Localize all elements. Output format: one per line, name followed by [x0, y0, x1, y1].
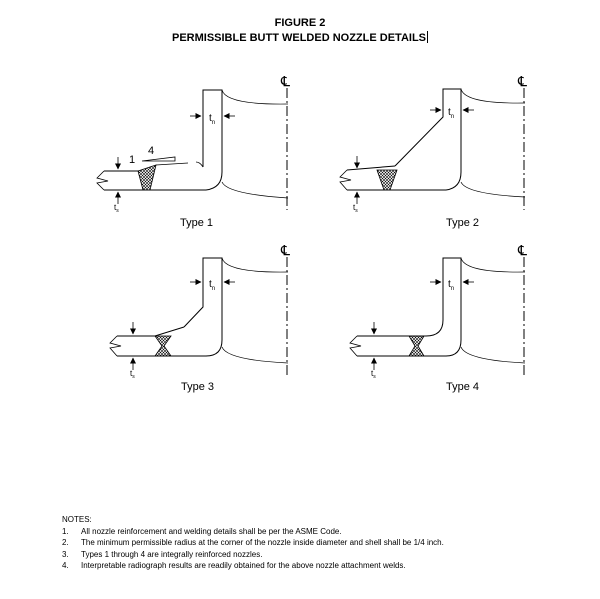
note-item: 1. All nozzle reinforcement and welding …	[62, 526, 444, 538]
svg-text:ts: ts	[353, 203, 358, 214]
taper-run-label: 4	[148, 145, 154, 157]
svg-text:tn: tn	[209, 279, 215, 292]
type-1-detail: 1 4 ℄ tn ts Type 1	[96, 73, 290, 229]
note-number: 3.	[62, 549, 69, 559]
taper-symbol	[141, 156, 176, 162]
centerline-symbol: ℄	[517, 73, 527, 89]
note-text: Types 1 through 4 are integrally reinfor…	[81, 549, 263, 559]
shell-plate	[349, 335, 526, 364]
nozzle-thickness-dim: tn	[190, 113, 235, 126]
shell-plate	[109, 326, 289, 364]
type-1-label: Type 1	[180, 217, 213, 229]
nozzle-thickness-dim: tn	[190, 279, 235, 292]
note-number: 1.	[62, 526, 69, 536]
centerline-symbol: ℄	[280, 242, 290, 258]
shell-thickness-dim: ts	[114, 157, 121, 214]
svg-text:ts: ts	[114, 203, 119, 214]
type-2-label: Type 2	[446, 217, 479, 229]
figure-subtitle: PERMISSIBLE BUTT WELDED NOZZLE DETAILS	[0, 31, 600, 44]
centerline-symbol: ℄	[280, 73, 290, 89]
shell-thickness-dim: ts	[353, 156, 360, 214]
nozzle-thickness-dim: tn	[430, 279, 474, 292]
type-2-detail: ℄ tn ts Type 2	[339, 73, 527, 229]
nozzle-wall	[183, 257, 289, 357]
shell-thickness-dim: ts	[371, 322, 377, 380]
notes-heading: NOTES:	[62, 515, 92, 524]
type-4-label: Type 4	[446, 381, 479, 393]
type-4-detail: ℄ tn ts Type 4	[349, 242, 527, 393]
type-3-label: Type 3	[181, 381, 214, 393]
note-text: All nozzle reinforcement and welding det…	[81, 526, 342, 536]
note-text: The minimum permissible radius at the co…	[81, 538, 444, 548]
svg-text:tn: tn	[448, 279, 454, 292]
butt-weld	[154, 335, 172, 357]
nozzle-wall	[394, 88, 526, 191]
taper-rise-label: 1	[129, 154, 135, 166]
note-number: 4.	[62, 561, 69, 571]
butt-weld	[376, 169, 398, 191]
nozzle-wall	[425, 257, 526, 357]
svg-text:ts: ts	[130, 369, 135, 380]
figure-title: FIGURE 2	[274, 17, 326, 29]
notes-section: NOTES: 1. All nozzle reinforcement and w…	[62, 514, 444, 572]
figure-subtitle-text: PERMISSIBLE BUTT WELDED NOZZLE DETAILS	[171, 32, 426, 44]
note-item: 4. Interpretable radiograph results are …	[62, 560, 444, 572]
text-cursor	[427, 31, 428, 43]
svg-text:ts: ts	[371, 369, 376, 380]
note-item: 3. Types 1 through 4 are integrally rein…	[62, 549, 444, 561]
svg-text:tn: tn	[209, 113, 215, 126]
butt-weld	[137, 164, 157, 191]
type-3-detail: ℄ tn ts Type 3	[109, 242, 290, 393]
svg-text:tn: tn	[448, 107, 454, 120]
shell-plate	[96, 162, 289, 199]
shell-plate	[339, 165, 526, 198]
note-text: Interpretable radiograph results are rea…	[81, 561, 406, 571]
nozzle-wall	[195, 89, 289, 191]
note-item: 2. The minimum permissible radius at the…	[62, 537, 444, 549]
shell-thickness-dim: ts	[130, 322, 136, 380]
centerline-symbol: ℄	[517, 242, 527, 258]
butt-weld	[408, 335, 425, 357]
note-number: 2.	[62, 538, 69, 548]
nozzle-thickness-dim: tn	[430, 107, 474, 120]
